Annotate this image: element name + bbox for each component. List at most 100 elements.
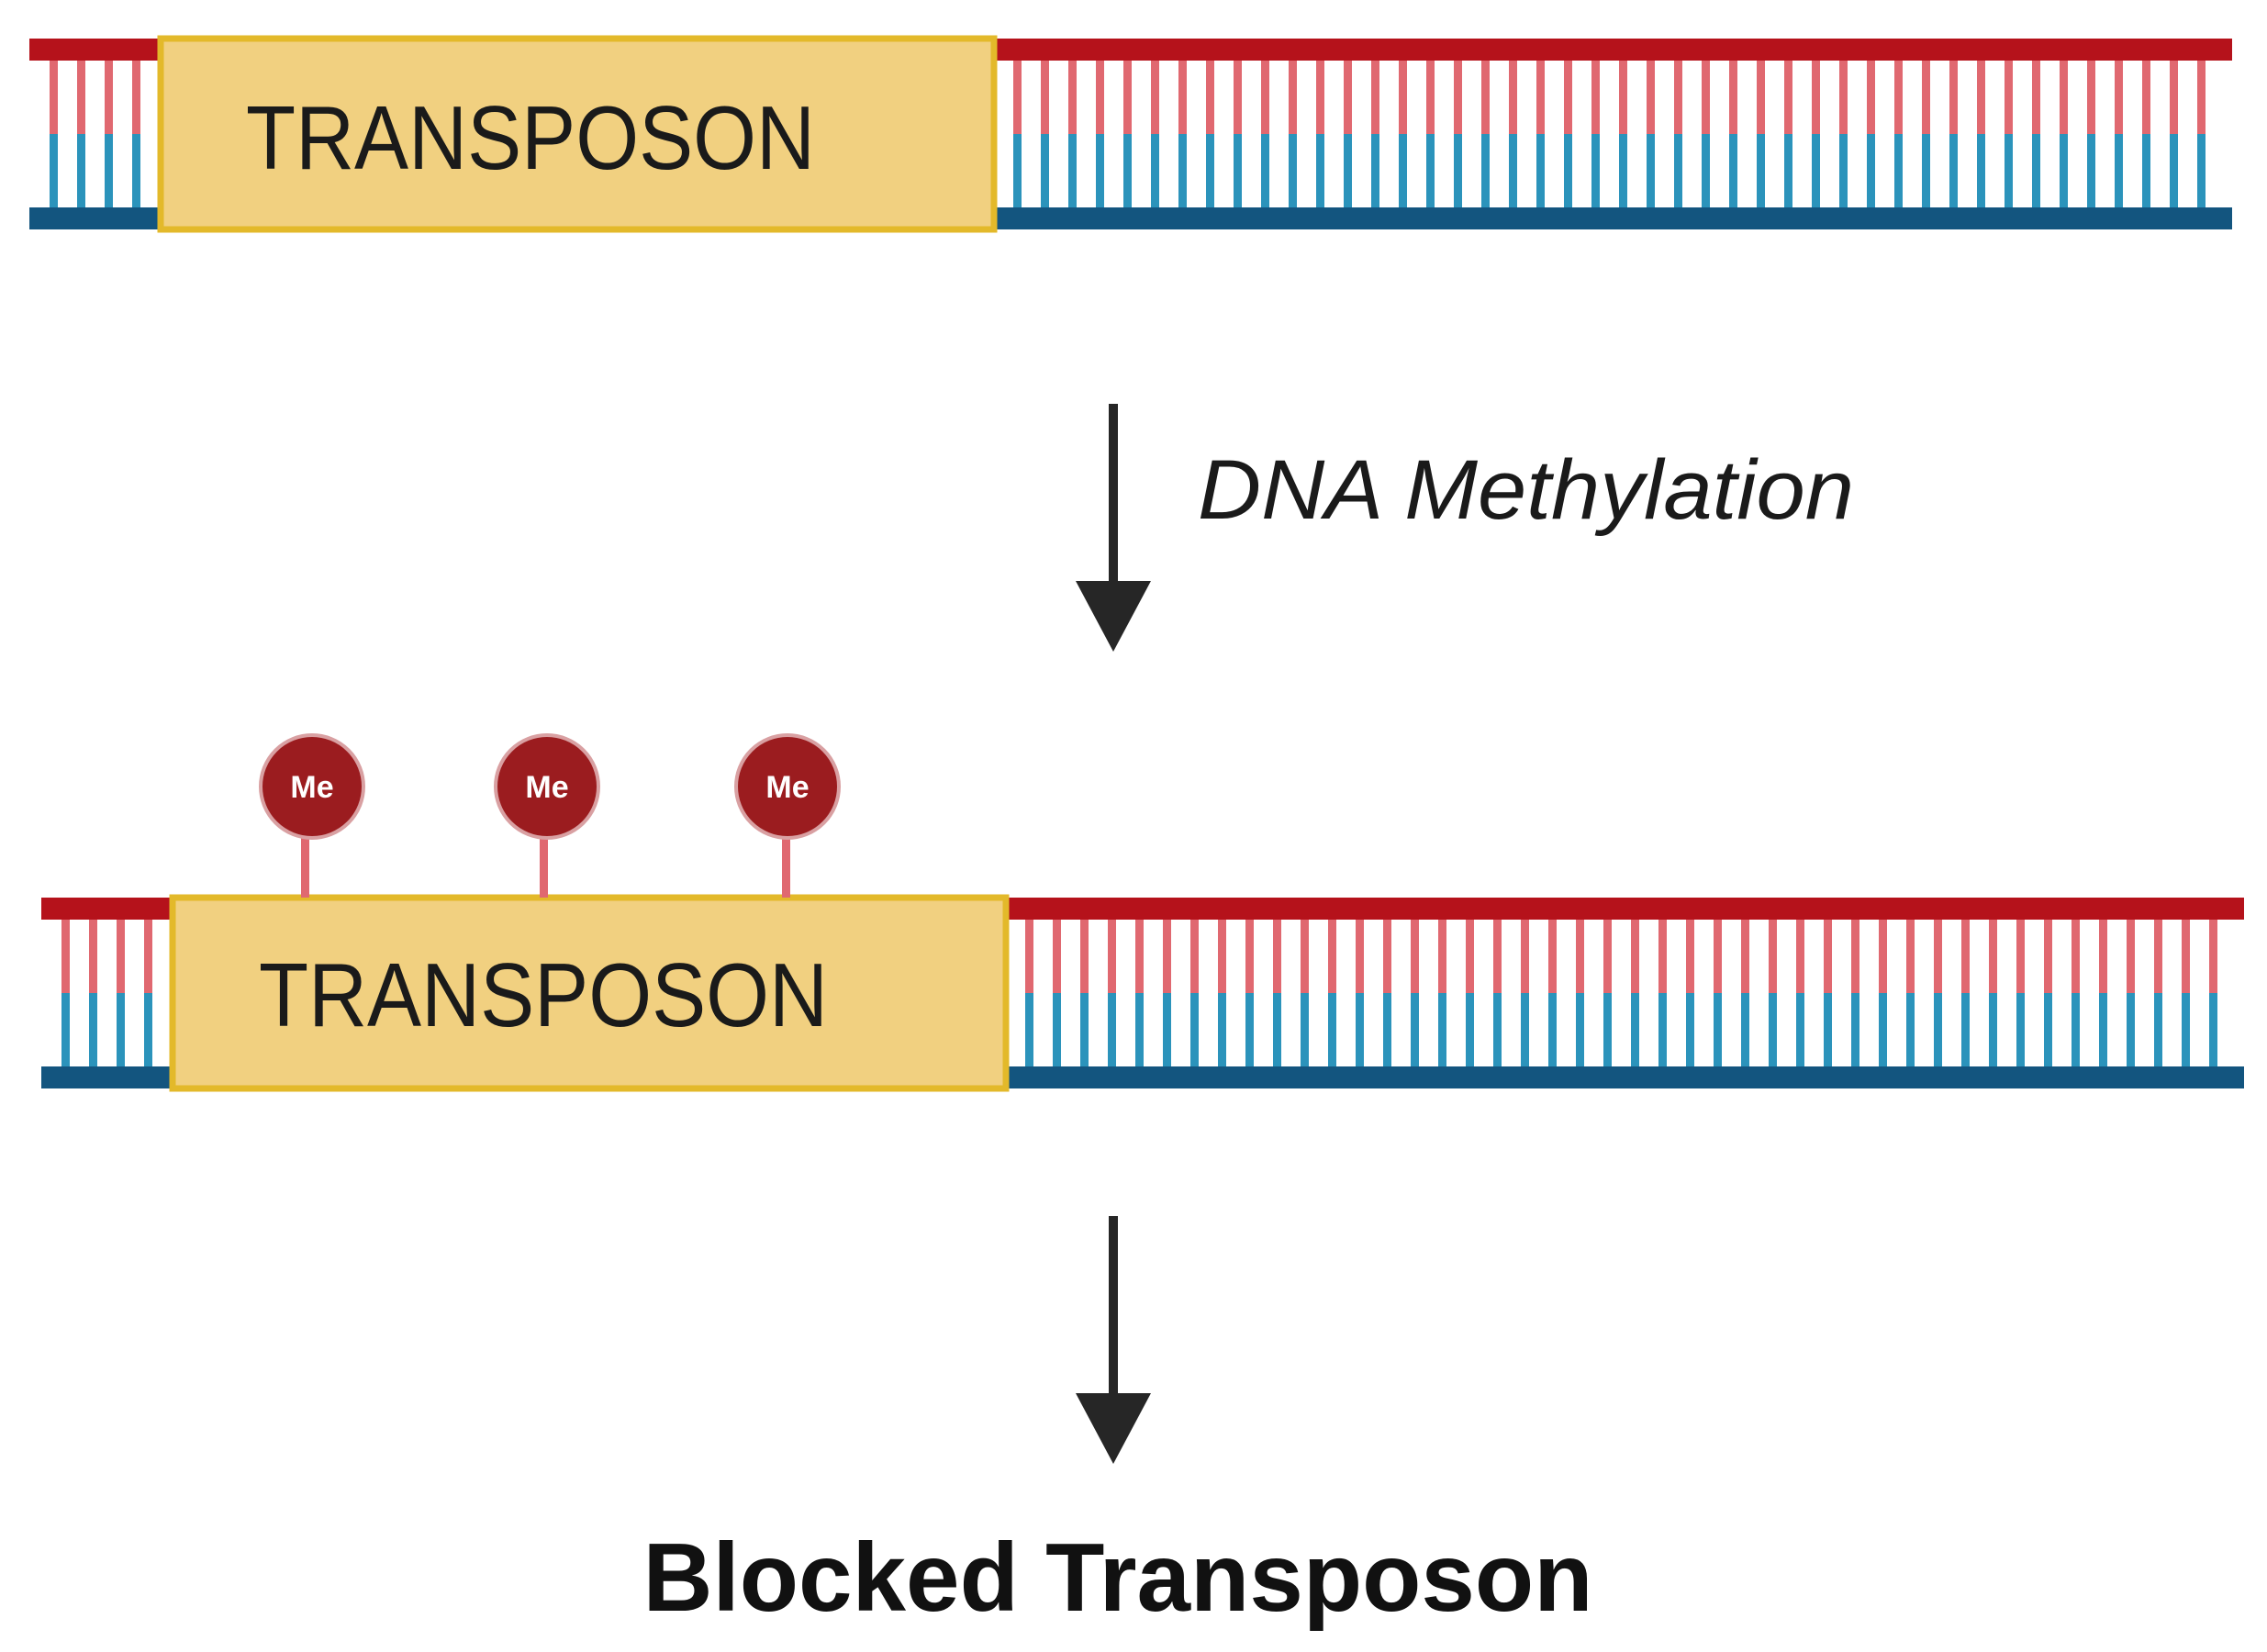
base-pair-rung-top	[1218, 920, 1226, 993]
base-pair-rung-bottom	[89, 993, 97, 1066]
base-pair-rung-top	[1068, 61, 1077, 134]
base-pair-rung-top	[1796, 920, 1804, 993]
base-pair-rung-top	[1922, 61, 1930, 134]
base-pair-rung-top	[1686, 920, 1694, 993]
base-pair-rung-bottom	[2016, 993, 2025, 1066]
base-pair-rung-bottom	[1096, 134, 1104, 207]
base-pair-rung-top	[1178, 61, 1187, 134]
base-pair-rung-top	[61, 920, 70, 993]
base-pair-rung-bottom	[1934, 993, 1942, 1066]
base-pair-rung-top	[1603, 920, 1612, 993]
base-pair-rung-top	[1576, 920, 1584, 993]
base-pair-rung-top	[1906, 920, 1915, 993]
base-pair-rung-bottom	[1536, 134, 1545, 207]
base-pair-rung-bottom	[1509, 134, 1517, 207]
dna-before: TRANSPOSON	[29, 35, 2232, 233]
base-pair-rung-bottom	[1013, 134, 1022, 207]
base-pair-rung-top	[1080, 920, 1089, 993]
base-pair-rung-bottom	[1206, 134, 1214, 207]
base-pair-rung-bottom	[1879, 993, 1887, 1066]
base-pair-rung-bottom	[1521, 993, 1529, 1066]
base-pair-rung-top	[1383, 920, 1391, 993]
base-pair-rung-top	[1769, 920, 1777, 993]
base-pair-rung-top	[1949, 61, 1958, 134]
base-pair-rung-bottom	[2072, 993, 2080, 1066]
base-pair-rung-top	[2115, 61, 2123, 134]
base-pair-rung-bottom	[1729, 134, 1737, 207]
base-pair-rung-bottom	[1123, 134, 1132, 207]
base-pair-rung-top	[1741, 920, 1749, 993]
base-pair-rung-bottom	[1564, 134, 1572, 207]
base-pair-rung-bottom	[1053, 993, 1061, 1066]
base-pair-rung-top	[1438, 920, 1446, 993]
base-pair-rung-bottom	[1674, 134, 1682, 207]
base-pair-rung-bottom	[1438, 993, 1446, 1066]
base-pair-rung-bottom	[2127, 993, 2135, 1066]
base-pair-rung-top	[1536, 61, 1545, 134]
dna-before-rungs	[50, 61, 2206, 207]
base-pair-rung-top	[1163, 920, 1171, 993]
base-pair-rung-bottom	[1135, 993, 1144, 1066]
base-pair-rung-top	[2142, 61, 2150, 134]
base-pair-rung-top	[2197, 61, 2206, 134]
base-pair-rung-top	[1591, 61, 1600, 134]
base-pair-rung-bottom	[1741, 993, 1749, 1066]
base-pair-rung-top	[1934, 920, 1942, 993]
transposon-label-before: TRANSPOSON	[246, 87, 815, 188]
base-pair-rung-bottom	[1163, 993, 1171, 1066]
base-pair-rung-top	[2127, 920, 2135, 993]
base-pair-rung-top	[2087, 61, 2095, 134]
base-pair-rung-bottom	[1041, 134, 1049, 207]
base-pair-rung-bottom	[1466, 993, 1474, 1066]
base-pair-rung-bottom	[117, 993, 125, 1066]
base-pair-rung-top	[89, 920, 97, 993]
base-pair-rung-bottom	[2005, 134, 2013, 207]
base-pair-rung-bottom	[1702, 134, 1710, 207]
base-pair-rung-top	[1647, 61, 1655, 134]
base-pair-rung-top	[1564, 61, 1572, 134]
transposon-box-before	[157, 35, 998, 233]
base-pair-rung-bottom	[1851, 993, 1859, 1066]
base-pair-rung-bottom	[2182, 993, 2190, 1066]
base-pair-rung-bottom	[1894, 134, 1903, 207]
base-pair-rung-bottom	[1961, 993, 1970, 1066]
base-pair-rung-bottom	[1383, 993, 1391, 1066]
base-pair-rung-bottom	[1356, 993, 1364, 1066]
base-pair-rung-bottom	[2060, 134, 2068, 207]
base-pair-rung-top	[117, 920, 125, 993]
base-pair-rung-top	[1867, 61, 1875, 134]
methyl-group-icon: Me	[494, 733, 600, 898]
base-pair-rung-bottom	[1411, 993, 1419, 1066]
base-pair-rung-top	[1206, 61, 1214, 134]
base-pair-rung-top	[2072, 920, 2080, 993]
base-pair-rung-bottom	[1261, 134, 1269, 207]
base-pair-rung-top	[1674, 61, 1682, 134]
base-pair-rung-bottom	[1245, 993, 1254, 1066]
base-pair-rung-top	[1399, 61, 1407, 134]
base-pair-rung-bottom	[1454, 134, 1462, 207]
base-pair-rung-bottom	[1603, 993, 1612, 1066]
base-pair-rung-bottom	[1399, 134, 1407, 207]
base-pair-rung-bottom	[1025, 993, 1033, 1066]
methyl-group-icon: Me	[259, 733, 365, 898]
base-pair-rung-top	[2060, 61, 2068, 134]
base-pair-rung-bottom	[1301, 993, 1309, 1066]
base-pair-rung-bottom	[1784, 134, 1792, 207]
dna-after: TRANSPOSON	[41, 894, 2244, 1092]
base-pair-rung-top	[2154, 920, 2162, 993]
base-pair-rung-bottom	[1481, 134, 1490, 207]
base-pair-rung-top	[1879, 920, 1887, 993]
base-pair-rung-bottom	[2170, 134, 2178, 207]
base-pair-rung-bottom	[1812, 134, 1820, 207]
base-pair-rung-top	[1619, 61, 1627, 134]
base-pair-rung-bottom	[1068, 134, 1077, 207]
base-pair-rung-bottom	[1316, 134, 1324, 207]
base-pair-rung-top	[1371, 61, 1379, 134]
base-pair-rung-top	[1344, 61, 1352, 134]
methyl-group-icon: Me	[734, 733, 841, 898]
base-pair-rung-top	[2005, 61, 2013, 134]
base-pair-rung-bottom	[2099, 993, 2107, 1066]
base-pair-rung-bottom	[2209, 993, 2217, 1066]
base-pair-rung-bottom	[1714, 993, 1722, 1066]
